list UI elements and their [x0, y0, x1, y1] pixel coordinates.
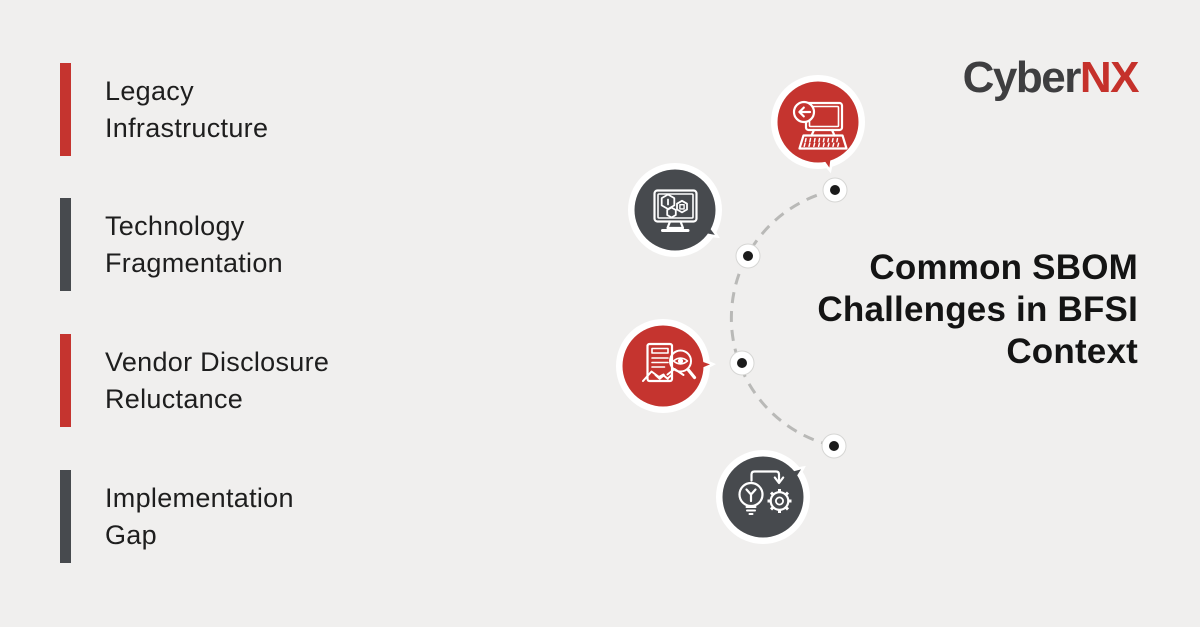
- arc-node-dot: [735, 243, 761, 269]
- challenge-accent-bar: [60, 334, 71, 427]
- logo-text-red: NX: [1079, 53, 1140, 102]
- challenge-item-vendor: Vendor Disclosure Reluctance: [60, 334, 329, 427]
- bubble-legacy: [771, 75, 865, 174]
- bubble-technology: [628, 163, 722, 257]
- bubble-vendor: [616, 319, 716, 413]
- challenge-label: Technology Fragmentation: [105, 210, 283, 278]
- page-title: Common SBOM Challenges in BFSI Context: [817, 248, 1138, 371]
- arc-node-dot: [729, 350, 755, 376]
- cybernx-logo: CyberNX: [962, 53, 1140, 102]
- challenge-item-technology: Technology Fragmentation: [60, 198, 283, 291]
- arc-node-dot: [822, 177, 848, 203]
- vendor-document-magnifier-handshake-icon: [642, 342, 697, 383]
- challenge-label: Implementation Gap: [105, 482, 294, 550]
- challenge-item-implementation: Implementation Gap: [60, 470, 294, 563]
- challenge-accent-bar: [60, 470, 71, 563]
- challenge-label: Vendor Disclosure Reluctance: [105, 346, 330, 414]
- challenge-item-legacy: Legacy Infrastructure: [60, 63, 268, 156]
- logo-text-dark: Cyber: [962, 53, 1082, 102]
- connector-arc: [729, 188, 836, 448]
- challenge-label: Legacy Infrastructure: [105, 75, 269, 143]
- legacy-computer-icon: [792, 100, 848, 150]
- challenge-accent-bar: [60, 63, 71, 156]
- implementation-bulb-gear-icon: [738, 470, 792, 515]
- bubble-implementation: [716, 450, 810, 544]
- technology-monitor-hexagons-icon: [653, 189, 698, 232]
- arc-node-dot: [821, 433, 847, 459]
- challenge-accent-bar: [60, 198, 71, 291]
